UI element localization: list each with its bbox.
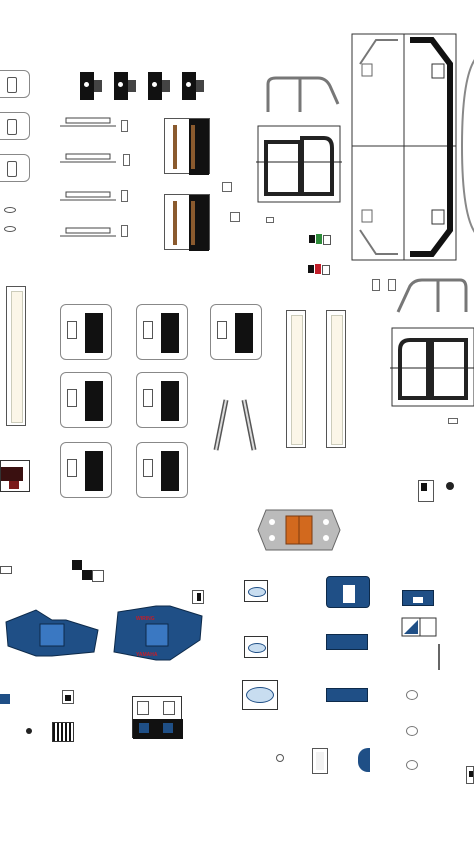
- small-tab-3: [121, 190, 128, 202]
- needle-part: [438, 644, 440, 670]
- blue-body-part-1: [326, 576, 370, 608]
- roll-cage-top: [266, 76, 340, 112]
- blue-wing-left: [5, 609, 99, 657]
- cream-stripe-mid-1: [286, 310, 306, 448]
- rod-part-1: [60, 117, 116, 127]
- strut-part-2: [241, 399, 257, 451]
- seat-cushion-3: [242, 680, 278, 710]
- rod-part-2: [60, 153, 116, 163]
- green-light-part: [309, 233, 331, 245]
- card-tab-3: [0, 154, 30, 182]
- small-tab-10: [448, 418, 458, 424]
- blue-fender-part: [358, 748, 370, 772]
- clover-part-2: [406, 726, 418, 736]
- small-tab-4: [121, 225, 128, 237]
- roll-cage-panel-edge: [460, 59, 474, 233]
- red-light-part: [308, 263, 330, 275]
- small-tab-11: [0, 566, 12, 574]
- seat-cushion-1: [244, 580, 268, 602]
- roll-cage-top-right: [396, 278, 468, 313]
- striped-grille: [52, 722, 74, 742]
- strut-part-1: [213, 399, 229, 451]
- roll-cage-panel-large: [351, 33, 457, 261]
- seat-tab-6: [60, 442, 112, 498]
- black-block-2: [114, 72, 136, 100]
- small-tab-1: [121, 120, 128, 132]
- card-tab-1: [0, 70, 30, 98]
- round-dot-part: [446, 482, 454, 490]
- seat-tab-5: [136, 372, 188, 428]
- cream-stripe-mid-2: [326, 310, 346, 448]
- clover-part-3: [406, 760, 418, 770]
- small-dark-block: [418, 480, 434, 502]
- grille-part: [257, 509, 341, 551]
- strap-panel-1: [164, 118, 210, 175]
- seat-tab-3: [210, 304, 262, 360]
- small-tab-6: [230, 212, 240, 222]
- wing-logo-bottom: YAMAHA: [136, 652, 158, 658]
- blue-body-part-3: [326, 688, 368, 702]
- black-block-4: [182, 72, 204, 100]
- seat-cushion-2: [244, 636, 268, 658]
- seat-tab-4: [60, 372, 112, 428]
- blue-body-part-2: [326, 634, 368, 650]
- seat-tab-1: [60, 304, 112, 360]
- blue-small-part-1: [0, 690, 18, 708]
- strap-panel-2: [164, 194, 210, 251]
- black-block-1: [80, 72, 102, 100]
- dark-connector-part: [72, 560, 104, 584]
- small-tab-9: [388, 279, 396, 291]
- dashboard-panel: [132, 696, 183, 739]
- seat-tab-2: [136, 304, 188, 360]
- roll-cage-door: [256, 125, 342, 203]
- blue-body-part-4: [402, 590, 434, 606]
- blue-triangle-part: [401, 617, 437, 637]
- dark-red-part: [0, 460, 30, 492]
- ring-part-1: [4, 207, 16, 213]
- gear-small-part: [276, 754, 284, 762]
- window-tab: [312, 748, 328, 774]
- blue-wing-right: WIRING YAMAHA: [113, 605, 203, 661]
- wing-logo-top: WIRING: [136, 616, 155, 622]
- ring-part-2: [4, 226, 16, 232]
- cream-stripe-left: [6, 286, 26, 426]
- seat-tab-7: [136, 442, 188, 498]
- small-tab-8: [372, 279, 380, 291]
- round-small-part: [26, 728, 32, 734]
- clover-part-1: [406, 690, 418, 700]
- small-tab-7: [266, 217, 274, 223]
- rod-part-4: [60, 227, 116, 237]
- roll-cage-door-right: [390, 327, 474, 407]
- small-tab-2: [123, 154, 130, 166]
- rod-part-3: [60, 191, 116, 201]
- small-dark-tab: [192, 590, 204, 604]
- card-tab-2: [0, 112, 30, 140]
- edge-tab: [466, 766, 474, 784]
- black-block-3: [148, 72, 170, 100]
- dark-square-part: [62, 690, 74, 704]
- small-tab-5: [222, 182, 232, 192]
